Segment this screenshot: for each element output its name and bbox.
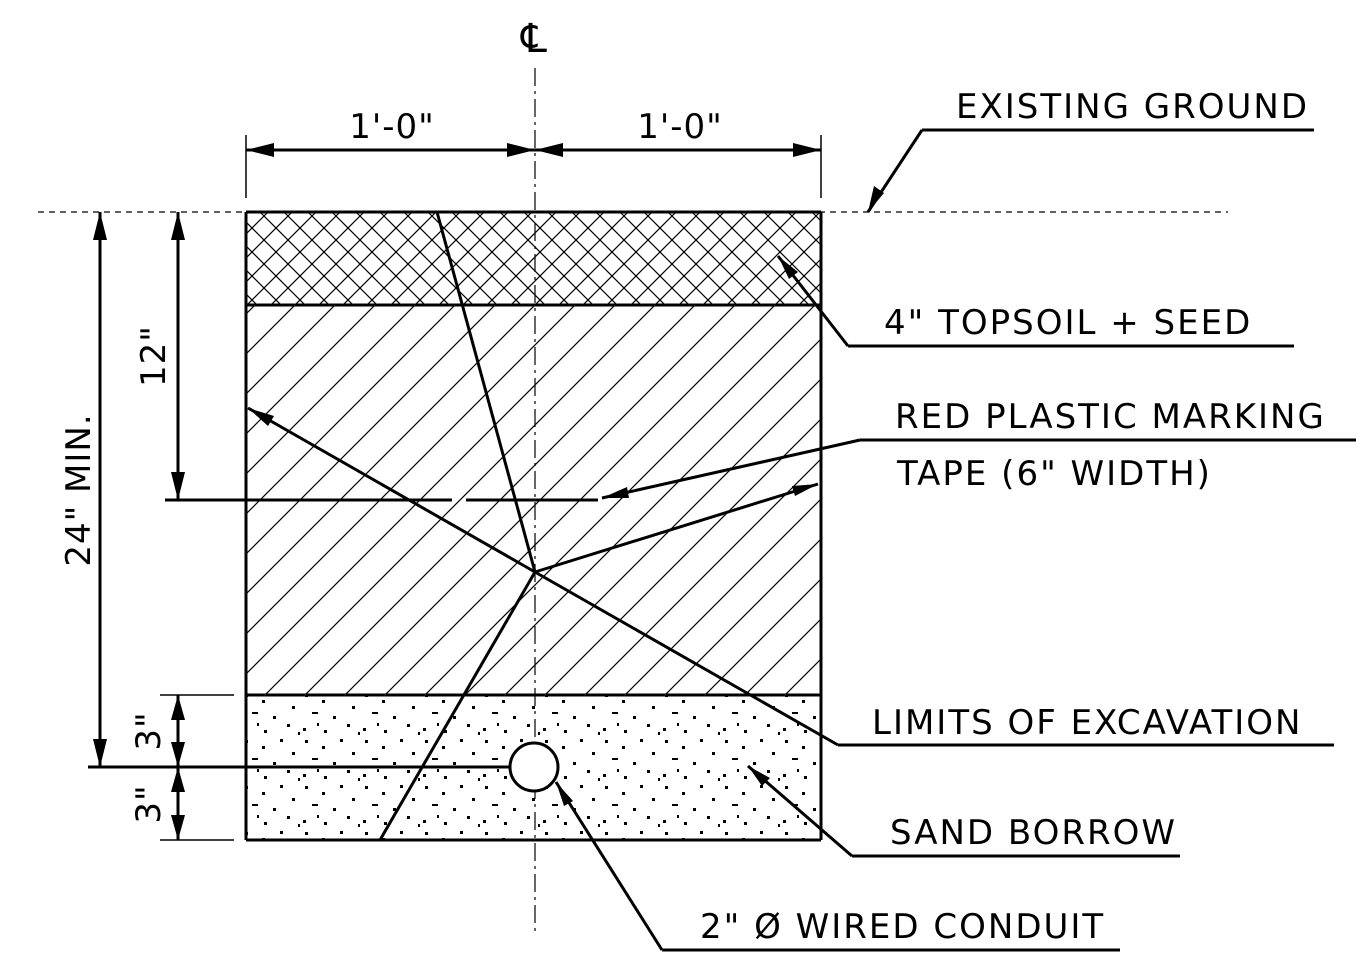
conduit-circle xyxy=(508,741,560,793)
topsoil-layer xyxy=(246,212,821,305)
label-tape-line1: RED PLASTIC MARKING xyxy=(895,397,1326,437)
centerline-symbol: ℄ xyxy=(520,16,549,62)
label-sand: SAND BORROW xyxy=(890,813,1177,853)
dim-left-width: 1'-0" xyxy=(349,107,435,147)
label-existing-ground: EXISTING GROUND xyxy=(956,87,1309,127)
dim-sand-lower: 3" xyxy=(129,784,169,823)
dim-depth-tape: 12" xyxy=(134,325,174,387)
label-conduit: 2" Ø WIRED CONDUIT xyxy=(700,907,1105,947)
dim-depth-total: 24" MIN. xyxy=(59,413,99,566)
label-tape-line2: TAPE (6" WIDTH) xyxy=(896,454,1212,494)
label-limits: LIMITS OF EXCAVATION xyxy=(872,703,1302,743)
label-topsoil: 4" TOPSOIL + SEED xyxy=(884,303,1252,343)
dim-sand-upper: 3" xyxy=(129,711,169,750)
dim-right-width: 1'-0" xyxy=(637,107,723,147)
